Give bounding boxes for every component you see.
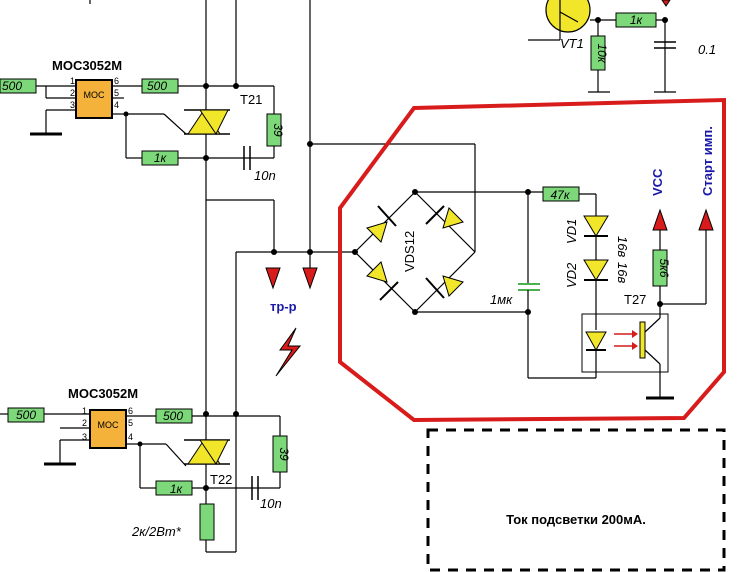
load-arrow-right-icon [302, 267, 318, 290]
ic2-pin5: 5 [128, 418, 133, 428]
vcc-label: VCC [650, 168, 665, 196]
bridge-diode-4-icon [442, 275, 464, 297]
cap-top-label: 0.1 [698, 42, 716, 57]
resistor-500-in-bottom [7, 407, 45, 423]
load-label: тр-р [270, 299, 297, 314]
note-box: Ток подсветки 200мА. [426, 428, 726, 572]
resistor-500-in-bottom-label: 500 [16, 408, 36, 422]
ic2-pin6: 6 [128, 406, 133, 416]
vcc-arrow-icon [652, 208, 668, 231]
ic2-name: MOC3052M [68, 386, 138, 401]
note-box-frame [426, 428, 726, 572]
bridge-diode-1-icon [366, 221, 388, 243]
ic1-pin6: 6 [114, 76, 119, 86]
bridge-diode-3-icon [366, 261, 388, 283]
ic1-name: MOC3052M [52, 58, 122, 73]
opto-led-icon [585, 331, 607, 352]
zener-vd1-icon [583, 215, 609, 237]
resistor-2k-2w [199, 503, 215, 541]
resistor-500-out-top-label: 500 [147, 79, 167, 93]
highlight-outline [338, 97, 726, 423]
main-wiring: тр-р [205, 0, 456, 552]
optotriac-bottom: MOC3052M 500 MOC 1 2 3 6 5 4 500 1к [0, 386, 291, 553]
bridge-diode-2-icon [442, 207, 464, 229]
vt1-section: VT1 1к 10к 0.1 [528, 0, 716, 93]
ic1-chip [75, 79, 113, 119]
optocoupler-t27: T27 5к6 VCC Старт имп. [581, 126, 715, 400]
ic2-pin4: 4 [128, 432, 133, 442]
resistor-1k-top [615, 12, 657, 28]
note-text: Ток подсветки 200мА. [506, 512, 646, 527]
resistor-47k-label: 47к [550, 188, 570, 202]
vt1-label: VT1 [560, 36, 584, 51]
ic2-chip [89, 409, 127, 449]
cap-top-10n-label: 10n [254, 168, 276, 183]
power-supply-section: 47к VD1 16в VD2 16в 1мк [415, 186, 630, 379]
zener1-label: 16в [615, 236, 630, 257]
ic2-body-label: MOC [98, 420, 119, 430]
ic1-pin3: 3 [70, 100, 75, 110]
ic1-body-label: MOC [84, 90, 105, 100]
start-arrow-icon [698, 208, 714, 231]
vd2-label: VD2 [564, 262, 579, 288]
resistor-1k-gate-bottom-label: 1к [170, 482, 184, 496]
load-arrow-left-icon [265, 267, 281, 290]
start-label: Старт имп. [700, 126, 715, 196]
ic1-pin1: 1 [70, 76, 75, 86]
ic1-pin5: 5 [114, 88, 119, 98]
opto-transistor-icon [639, 321, 646, 359]
ic2-pin3: 3 [82, 432, 87, 442]
ic1-pin4: 4 [114, 100, 119, 110]
t21-label: T21 [240, 92, 262, 107]
ic2-pin2: 2 [82, 418, 87, 428]
resistor-39-top-label: 39 [271, 123, 285, 137]
resistor-500-out-bottom-label: 500 [163, 409, 183, 423]
resistor-2k-2w-label: 2к/2Вт* [131, 524, 182, 539]
optotriac-top: MOC3052M 500 MOC 1 2 3 6 5 4 500 1к [0, 0, 285, 252]
resistor-39-bottom-label: 39 [277, 447, 291, 461]
vd1-label: VD1 [564, 219, 579, 244]
zener-vd2-icon [583, 259, 609, 281]
ic1-pin2: 2 [70, 88, 75, 98]
resistor-10k-label: 10к [595, 43, 609, 63]
resistor-1k-top-label: 1к [630, 13, 644, 27]
resistor-1k-gate-top-label: 1к [154, 151, 168, 165]
resistor-10k [590, 35, 606, 71]
ic2-pin1: 1 [82, 406, 87, 416]
optocoupler-body [581, 313, 669, 373]
cap-bottom-10n-label: 10n [260, 496, 282, 511]
bridge-rectifier: VDS12 [352, 143, 476, 315]
bridge-label: VDS12 [402, 231, 417, 272]
zener2-label: 16в [615, 262, 630, 283]
resistor-500-in-top-label: 500 [2, 79, 22, 93]
resistor-5k6-label: 5к6 [657, 258, 671, 277]
cap-1mk-label: 1мк [490, 292, 513, 307]
t27-label: T27 [624, 292, 646, 307]
t22-label: T22 [210, 472, 232, 487]
lightning-icon [275, 327, 302, 377]
